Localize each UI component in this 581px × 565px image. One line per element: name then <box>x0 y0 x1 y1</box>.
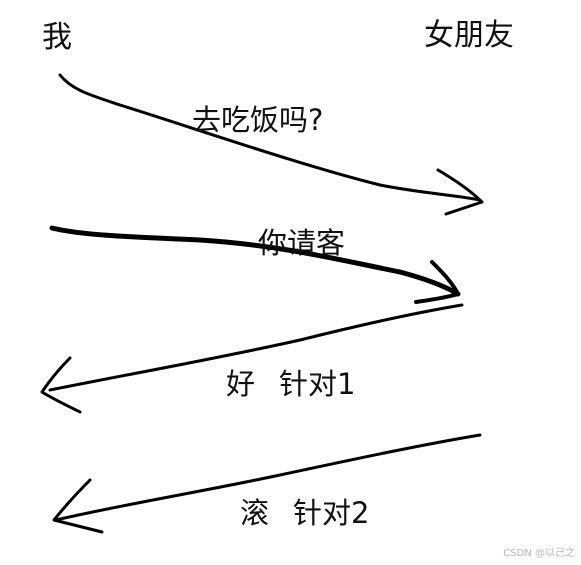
arrow-1-me-to-girlfriend <box>58 73 484 216</box>
message-4-label: 滚针对2 <box>240 490 369 532</box>
message-3-reply: 好 <box>226 367 256 401</box>
participant-girlfriend-label: 女朋友 <box>424 18 514 53</box>
participant-me-label: 我 <box>42 20 72 55</box>
watermark-text: CSDN @以己之 <box>503 548 575 559</box>
arrow-4-girlfriend-to-me <box>52 433 482 534</box>
arrow-3-girlfriend-to-me <box>40 303 464 414</box>
message-3-target: 针对1 <box>279 367 356 401</box>
message-2-label: 你请客 <box>258 226 346 260</box>
message-3-label: 好针对1 <box>226 361 355 403</box>
arrow-2-me-to-girlfriend <box>49 225 461 304</box>
message-1-label: 去吃饭吗? <box>192 103 324 137</box>
message-4-target: 针对2 <box>293 496 370 530</box>
message-4-reply: 滚 <box>240 496 270 530</box>
